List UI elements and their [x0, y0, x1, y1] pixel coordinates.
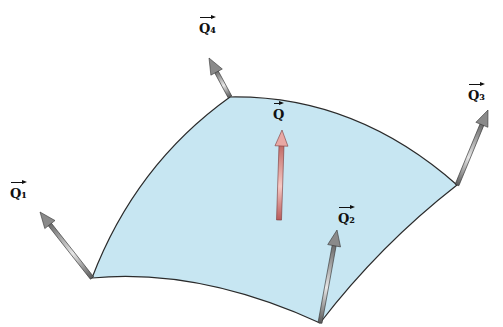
- vector-label: Q₁: [10, 180, 27, 200]
- corner-vector-arrow: [318, 230, 340, 323]
- arrow-head: [275, 130, 288, 146]
- vector-label: Q₃: [468, 82, 485, 102]
- arrow-head: [476, 110, 488, 127]
- arrow-head: [40, 212, 55, 229]
- vector-label: Q: [273, 101, 284, 121]
- arrow-shaft: [277, 145, 284, 220]
- arrow-shaft: [214, 70, 231, 98]
- arrow-head: [209, 58, 222, 75]
- arrow-shaft: [318, 244, 336, 323]
- vector-label: Q₂: [338, 205, 355, 225]
- vector-label: Q₄: [199, 15, 216, 35]
- center-vector-arrow: [275, 130, 288, 220]
- corner-vector-arrow: [40, 212, 94, 279]
- curved-surface-patch: [92, 97, 457, 323]
- arrow-head: [328, 230, 341, 247]
- arrow-shaft: [48, 223, 94, 280]
- corner-vector-arrow: [209, 58, 232, 98]
- corner-vector-arrow: [455, 110, 488, 186]
- arrow-shaft: [455, 123, 484, 186]
